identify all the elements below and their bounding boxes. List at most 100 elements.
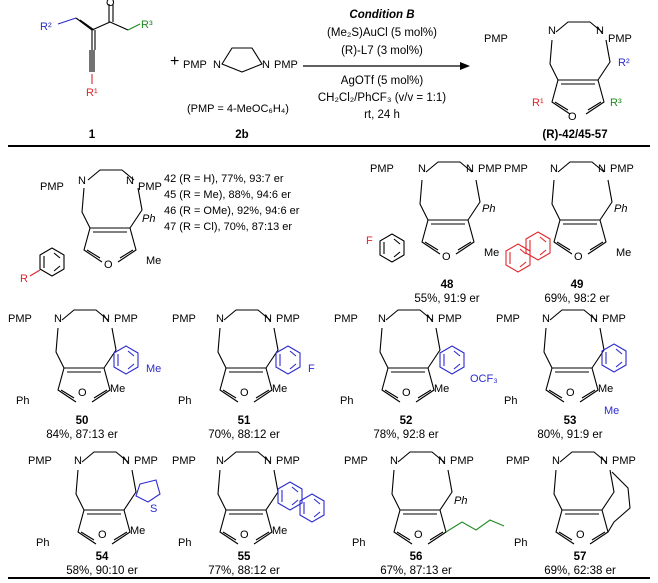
svg-text:80%, 91:9 er: 80%, 91:9 er (537, 429, 602, 441)
svg-text:N: N (418, 163, 426, 175)
compound-57: PMP N N PMP Ph O 57 69%, 62:38 er (506, 451, 636, 577)
svg-text:Me: Me (434, 383, 449, 395)
svg-text:Ph: Ph (16, 395, 29, 407)
svg-text:O: O (104, 259, 113, 271)
svg-text:48: 48 (441, 279, 454, 291)
compound-50: PMP N N PMP Ph Me O Me 50 84%, 87:13 er (8, 309, 161, 441)
compound-51: PMP N N PMP Ph Me O F 51 70%, 88:12 er (172, 309, 315, 441)
svg-text:52: 52 (400, 415, 413, 427)
svg-text:O: O (414, 529, 423, 541)
svg-text:Me: Me (110, 383, 125, 395)
svg-text:49: 49 (571, 279, 584, 291)
svg-text:Ph: Ph (178, 395, 191, 407)
compound-1-label: 1 (89, 129, 96, 141)
svg-text:PMP: PMP (334, 313, 358, 325)
svg-text:CH₂Cl₂/PhCF₃ (v/v = 1:1): CH₂Cl₂/PhCF₃ (v/v = 1:1) (318, 92, 446, 104)
compound-46-line: 46 (R = OMe), 92%, 94:6 er (164, 205, 300, 217)
oxygen-label: O (106, 0, 115, 9)
svg-text:PMP: PMP (344, 455, 368, 467)
svg-text:O: O (576, 529, 585, 541)
svg-text:O: O (240, 387, 249, 399)
svg-text:N: N (216, 455, 224, 467)
svg-text:R³: R³ (610, 97, 622, 109)
compound-45-line: 45 (R = Me), 88%, 94:6 er (164, 189, 291, 201)
svg-text:PMP: PMP (496, 313, 520, 325)
product-label: (R)-42/45-57 (542, 129, 607, 141)
compound-47-line: 47 (R = Cl), 70%, 87:13 er (164, 221, 292, 233)
svg-text:PMP: PMP (114, 313, 138, 325)
svg-text:PMP: PMP (276, 455, 300, 467)
svg-text:Ph: Ph (178, 537, 191, 549)
svg-text:OCF₃: OCF₃ (470, 373, 498, 385)
svg-text:O: O (568, 111, 577, 123)
r2-label: R² (40, 21, 52, 33)
svg-text:N: N (590, 313, 598, 325)
svg-text:N: N (54, 313, 62, 325)
svg-text:N: N (102, 313, 110, 325)
svg-text:Ph: Ph (352, 537, 365, 549)
svg-text:N: N (378, 313, 386, 325)
svg-text:PMP: PMP (172, 313, 196, 325)
svg-text:N: N (78, 175, 86, 187)
svg-text:77%, 88:12 er: 77%, 88:12 er (208, 565, 280, 577)
svg-text:N: N (466, 163, 474, 175)
svg-text:Me: Me (604, 405, 619, 417)
svg-text:Ph: Ph (142, 213, 155, 225)
svg-text:N: N (216, 313, 224, 325)
svg-text:N: N (542, 313, 550, 325)
svg-text:Ph: Ph (36, 537, 49, 549)
svg-text:58%, 90:10 er: 58%, 90:10 er (66, 565, 138, 577)
svg-text:PMP: PMP (134, 455, 158, 467)
svg-text:N: N (74, 455, 82, 467)
svg-text:N: N (390, 455, 398, 467)
svg-text:67%, 87:13 er: 67%, 87:13 er (380, 565, 452, 577)
svg-text:N: N (426, 313, 434, 325)
compound-2b-label: 2b (235, 129, 248, 141)
svg-text:Condition B: Condition B (349, 9, 414, 21)
svg-text:70%, 88:12 er: 70%, 88:12 er (208, 429, 280, 441)
svg-text:Me: Me (272, 525, 287, 537)
svg-text:69%, 98:2 er: 69%, 98:2 er (544, 293, 609, 305)
svg-text:N: N (126, 175, 134, 187)
svg-text:PMP: PMP (28, 455, 52, 467)
svg-text:PMP: PMP (608, 33, 632, 45)
reaction-arrow: Condition B (Me₂S)AuCl (5 mol%) (R)-L7 (… (303, 9, 470, 121)
svg-text:Ph: Ph (340, 395, 353, 407)
svg-text:PMP: PMP (478, 163, 502, 175)
svg-text:AgOTf (5 mol%): AgOTf (5 mol%) (341, 75, 424, 87)
svg-text:PMP: PMP (172, 455, 196, 467)
svg-text:Ph: Ph (454, 495, 467, 507)
reactant-1: O R² R³ R¹ 1 (40, 0, 153, 141)
svg-text:N: N (596, 25, 604, 37)
svg-text:N: N (213, 59, 221, 71)
compound-55: PMP N N PMP Ph Me O 55 77%, 88:12 er (172, 451, 325, 577)
svg-text:N: N (264, 455, 272, 467)
svg-text:N: N (438, 455, 446, 467)
svg-text:PMP: PMP (370, 163, 394, 175)
svg-text:O: O (402, 387, 411, 399)
svg-text:O: O (98, 529, 107, 541)
r3-label: R³ (141, 19, 153, 31)
svg-text:54: 54 (96, 551, 109, 563)
product-scheme: PMP N N PMP R² R¹ R³ O (R)-42/45-57 (484, 21, 632, 141)
svg-text:N: N (262, 59, 270, 71)
svg-text:S: S (150, 503, 157, 515)
svg-text:PMP: PMP (504, 163, 528, 175)
svg-text:N: N (548, 25, 556, 37)
svg-text:PMP: PMP (612, 455, 636, 467)
svg-text:N: N (550, 163, 558, 175)
compound-49: PMP N N PMP Ph Me O 49 69%, 98:2 er (504, 161, 634, 305)
svg-text:PMP: PMP (438, 313, 462, 325)
svg-text:F: F (366, 235, 373, 247)
svg-text:84%, 87:13 er: 84%, 87:13 er (46, 429, 118, 441)
svg-text:N: N (264, 313, 272, 325)
svg-text:O: O (78, 387, 87, 399)
svg-text:78%, 92:8 er: 78%, 92:8 er (373, 429, 438, 441)
svg-text:N: N (552, 455, 560, 467)
svg-text:R¹: R¹ (532, 97, 544, 109)
svg-text:PMP: PMP (276, 313, 300, 325)
svg-text:Me: Me (146, 255, 161, 267)
svg-text:PMP: PMP (8, 313, 32, 325)
svg-text:Ph: Ph (614, 203, 627, 215)
svg-text:O: O (442, 251, 451, 263)
